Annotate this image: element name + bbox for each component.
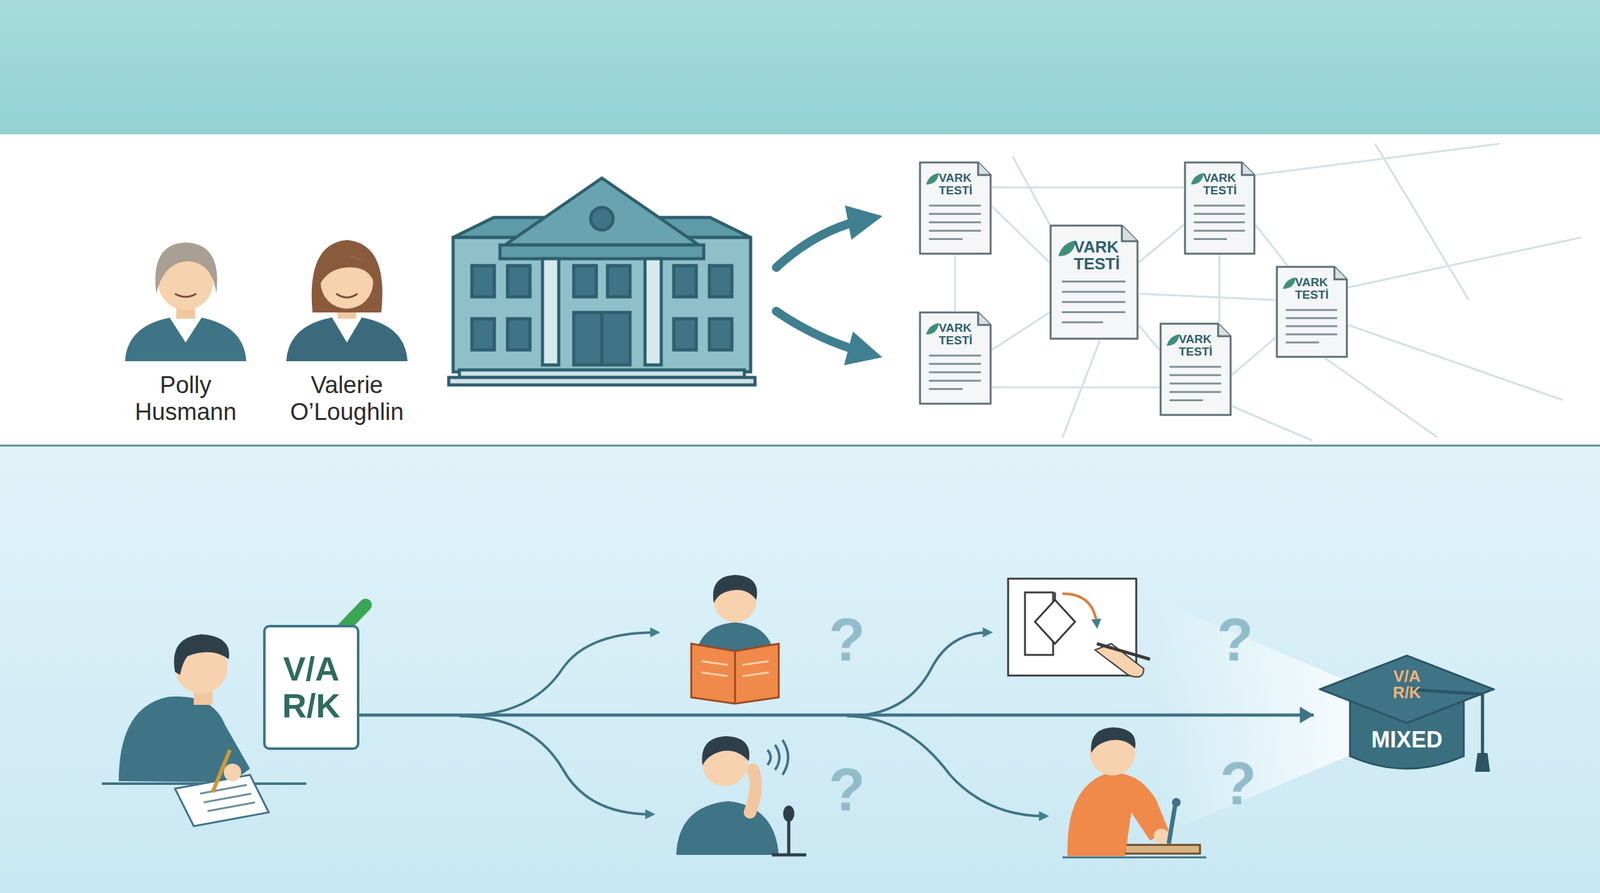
checklist-card: V/A R/K <box>263 625 360 750</box>
document-card: VARK TESTİ <box>1275 265 1349 359</box>
node-title: V/A R/K <box>276 650 346 725</box>
question-mark: ? <box>1210 750 1267 818</box>
university-building <box>448 178 755 385</box>
document-card: VARK TESTİ <box>1159 322 1232 417</box>
question-mark: ? <box>1206 606 1264 674</box>
top-band <box>0 0 1600 135</box>
question-mark: ? <box>818 606 875 674</box>
arrow-head <box>1300 706 1314 724</box>
question-mark: ? <box>818 756 875 824</box>
white-band <box>0 134 1600 446</box>
node-title: VARK TESTİ <box>1073 238 1128 274</box>
document-card: VARK TESTİ <box>918 161 992 255</box>
connector-line <box>359 713 1314 717</box>
branch-line <box>459 632 1045 817</box>
person-icon <box>286 240 408 362</box>
node-title: VARK TESTİ <box>938 321 979 347</box>
node-title: VARK TESTİ <box>1178 333 1219 359</box>
spread-arrow <box>776 218 869 354</box>
reader-icon <box>691 575 779 704</box>
node-title: VARK TESTİ <box>1295 276 1335 302</box>
person-name: Valerie O’Loughlin <box>275 371 419 425</box>
node-title: VARK TESTİ <box>938 171 979 197</box>
document-card: VARK TESTİ <box>1049 224 1139 340</box>
node-subtitle: MIXED <box>1350 726 1464 754</box>
node-title: VARK TESTİ <box>1203 171 1244 197</box>
drawing-panel <box>1008 578 1150 677</box>
light-beam <box>1156 600 1363 838</box>
person-name: Polly Husmann <box>123 371 249 425</box>
graduation-cap: V/A R/K MIXED <box>1318 653 1495 779</box>
connector <box>359 706 1314 724</box>
kinesthetic-icon <box>1062 727 1207 858</box>
network-web <box>955 143 1582 441</box>
bottom-band <box>0 445 1600 893</box>
document-card: VARK TESTİ <box>918 311 992 405</box>
person-icon <box>125 242 247 362</box>
document-card: VARK TESTİ <box>1183 161 1256 255</box>
divider <box>0 445 1600 447</box>
node-title: V/A R/K <box>1381 668 1432 701</box>
listener-icon <box>676 736 807 855</box>
